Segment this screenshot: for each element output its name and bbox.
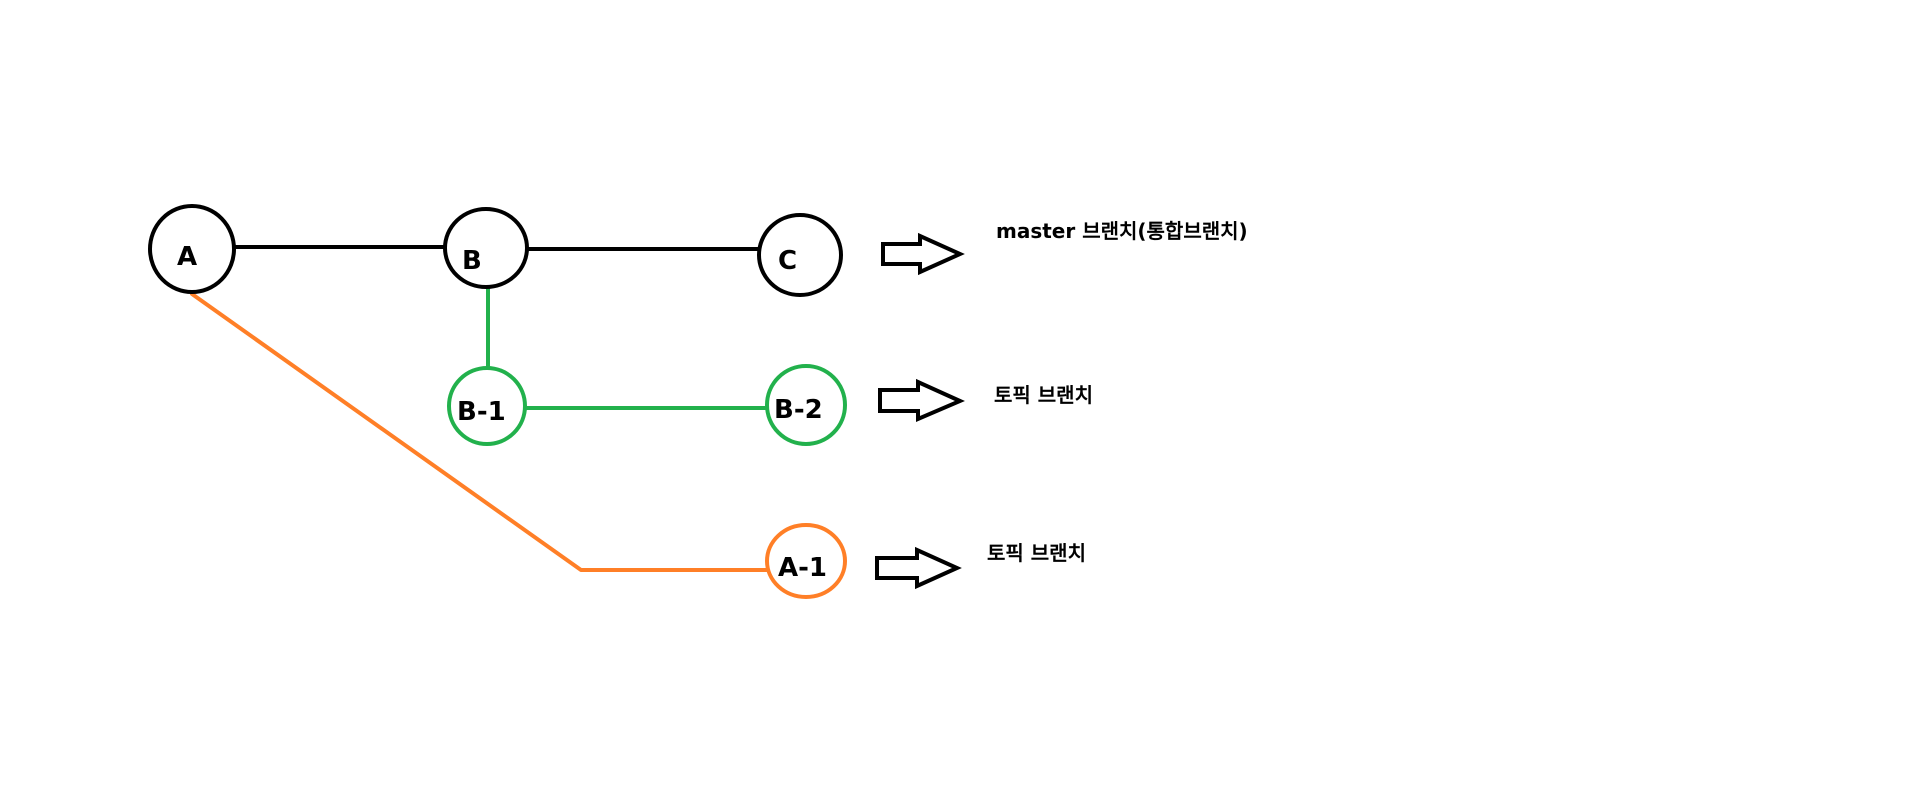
node-b2-circle xyxy=(765,364,847,446)
node-b2-label: B-2 xyxy=(774,395,823,425)
node-b1-label: B-1 xyxy=(457,397,506,427)
right-arrow-outline-icon xyxy=(875,546,962,590)
node-b1-circle xyxy=(447,366,527,446)
node-a-label: A xyxy=(177,242,197,272)
node-b: B xyxy=(443,207,529,289)
node-a1: A-1 xyxy=(765,523,847,599)
topic-branch-label-b: 토픽 브랜치 xyxy=(994,383,1093,407)
topic-branch-label-a: 토픽 브랜치 xyxy=(987,541,1086,565)
node-c-label: C xyxy=(778,246,797,276)
node-c: C xyxy=(757,213,843,297)
node-a-circle xyxy=(148,204,236,294)
node-b-label: B xyxy=(462,246,482,276)
edge-a-a1 xyxy=(190,292,770,572)
arrows xyxy=(875,232,965,590)
node-a: A xyxy=(148,204,236,294)
node-c-circle xyxy=(757,213,843,297)
connections xyxy=(190,245,770,572)
right-arrow-outline-icon xyxy=(878,378,965,423)
node-b2: B-2 xyxy=(765,364,847,446)
node-a1-circle xyxy=(765,523,847,599)
node-b-circle xyxy=(443,207,529,289)
right-arrow-outline-icon xyxy=(881,232,965,276)
node-a1-label: A-1 xyxy=(778,553,827,583)
master-branch-label: master 브랜치(통합브랜치) xyxy=(996,219,1248,243)
node-b1: B-1 xyxy=(447,366,527,446)
